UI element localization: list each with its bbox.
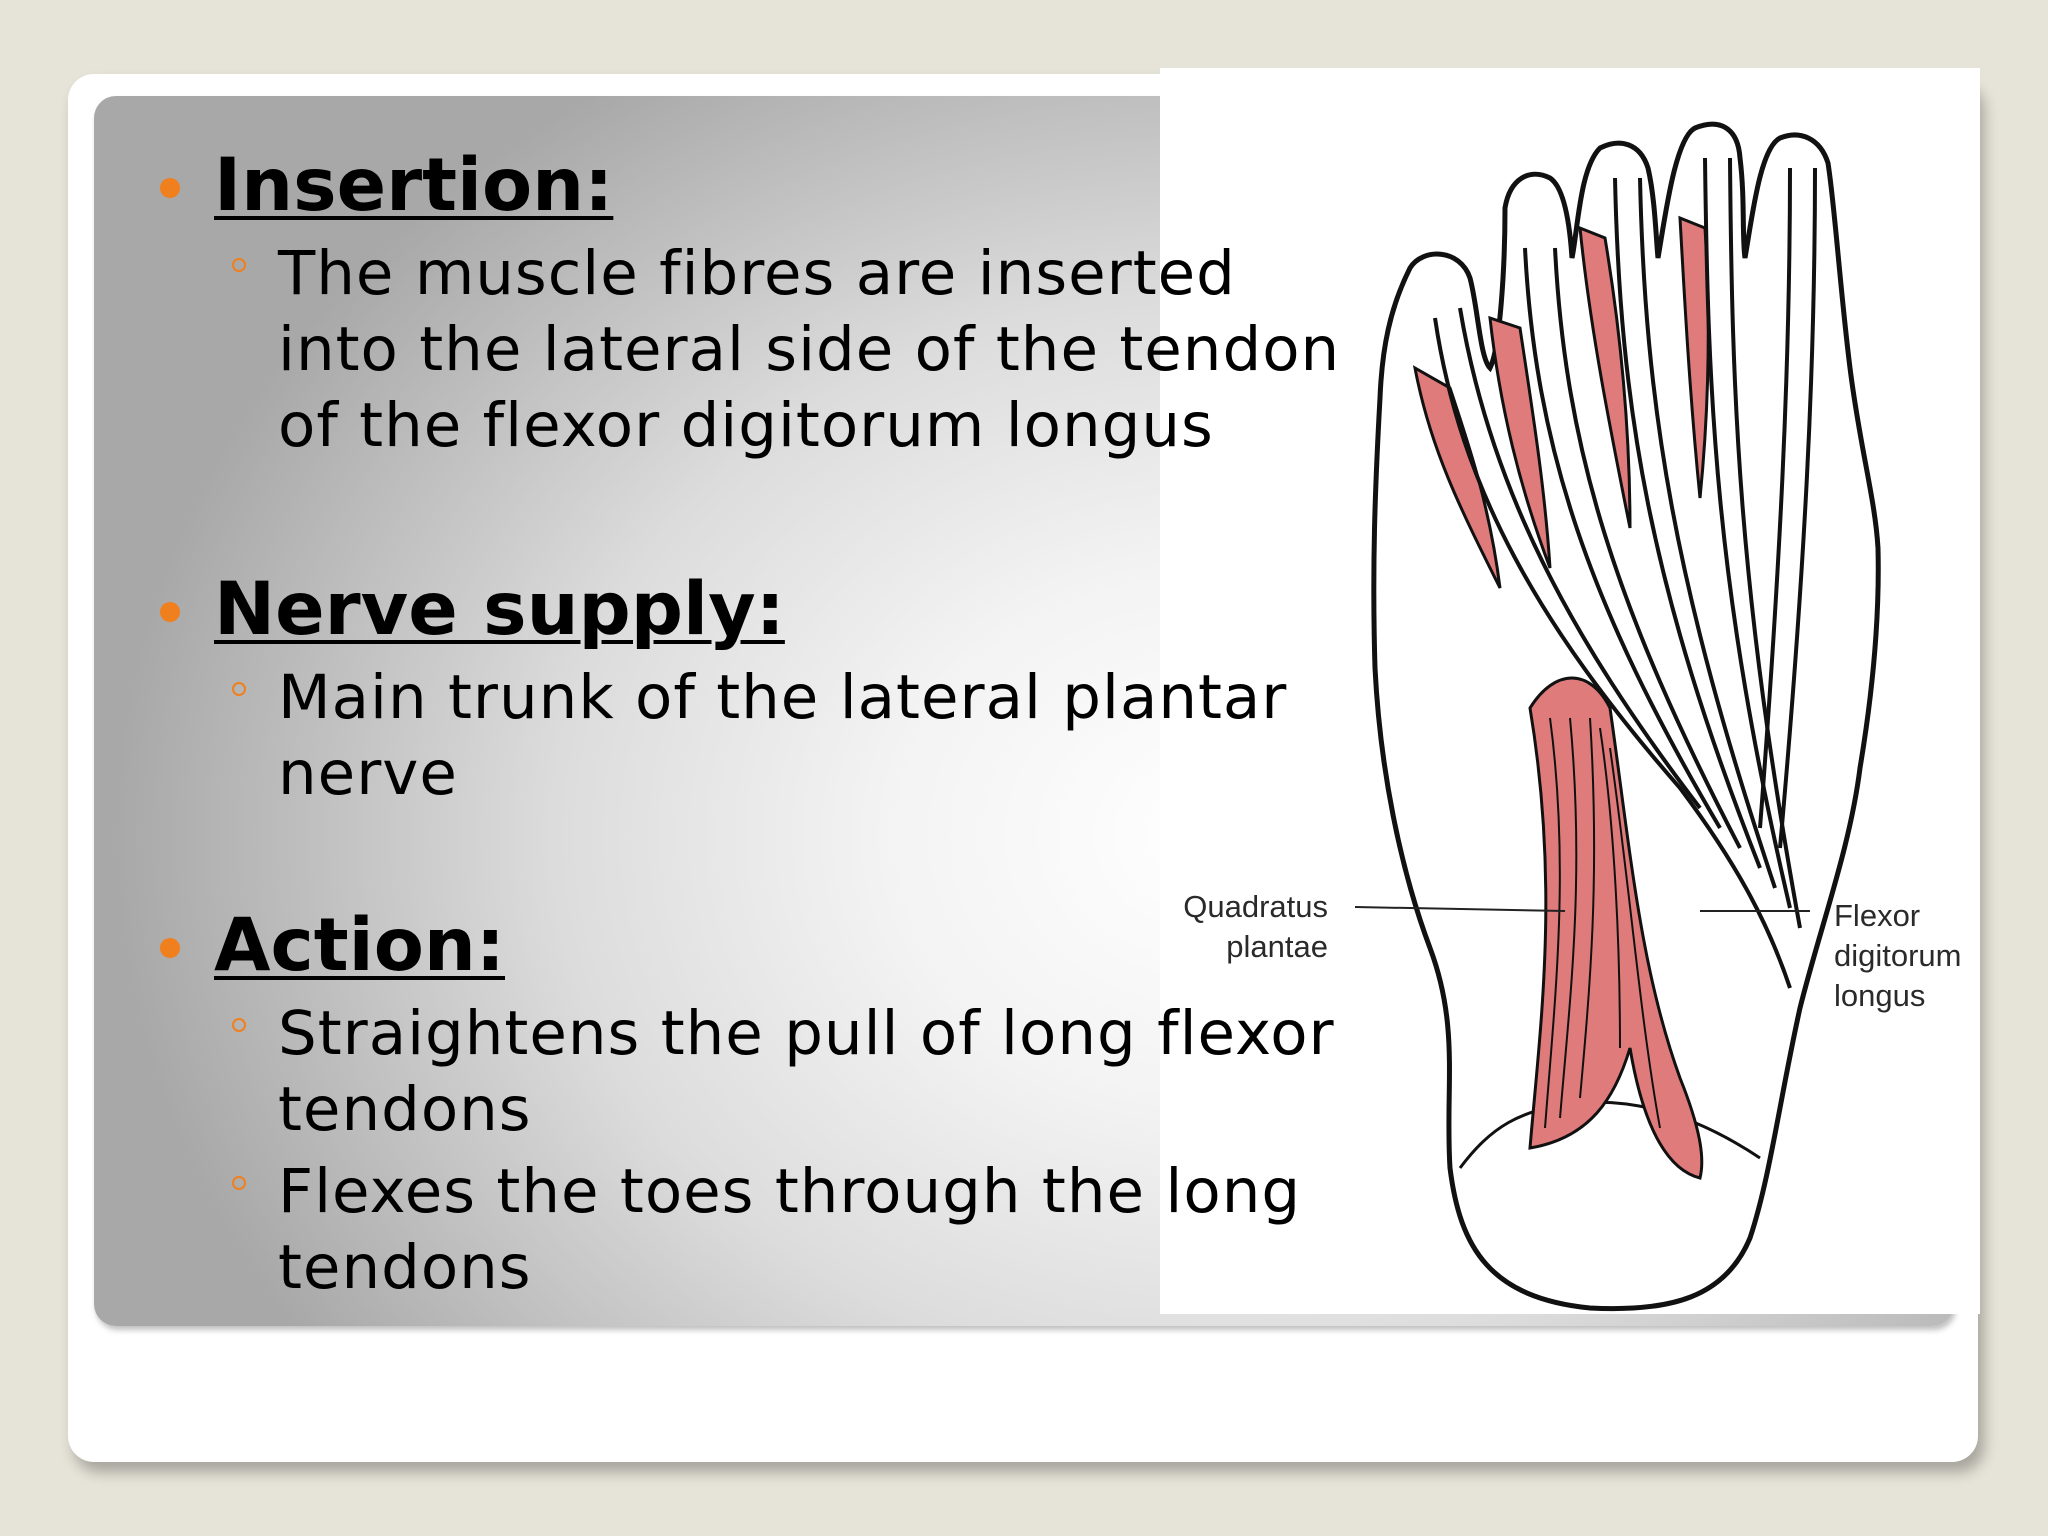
- section-action: Action:: [150, 898, 1350, 992]
- bullet-icon: [160, 602, 180, 622]
- sub-bullet-icon: [232, 258, 246, 272]
- foot-outline: [1371, 121, 1881, 1312]
- sub-bullet-icon: [232, 1176, 246, 1190]
- label-quadratus-plantae: Quadratus plantae: [1183, 889, 1328, 964]
- section-heading: Action:: [214, 903, 506, 988]
- list-item: Straightens the pull of long flexor tend…: [150, 996, 1350, 1148]
- foot-anatomy-figure: [1160, 68, 1980, 1314]
- section-insertion: Insertion:: [150, 138, 1350, 232]
- sub-bullet-icon: [232, 1018, 246, 1032]
- section-nerve-supply: Nerve supply:: [150, 562, 1350, 656]
- list-item: Main trunk of the lateral plantar nerve: [150, 660, 1350, 812]
- bullet-icon: [160, 938, 180, 958]
- label-flexor-digitorum-longus: Flexor digitorum longus: [1834, 898, 1962, 1013]
- list-item: The muscle fibres are inserted into the …: [150, 236, 1350, 464]
- sub-bullet-icon: [232, 682, 246, 696]
- section-heading: Nerve supply:: [214, 567, 785, 652]
- list-item: Flexes the toes through the long tendons: [150, 1154, 1350, 1306]
- bullet-icon: [160, 178, 180, 198]
- quadratus-plantae-muscle: [1528, 676, 1704, 1180]
- slide-text: Insertion: The muscle fibres are inserte…: [150, 138, 1350, 1306]
- foot-illustration: [1354, 121, 1881, 1312]
- section-heading: Insertion:: [214, 143, 614, 228]
